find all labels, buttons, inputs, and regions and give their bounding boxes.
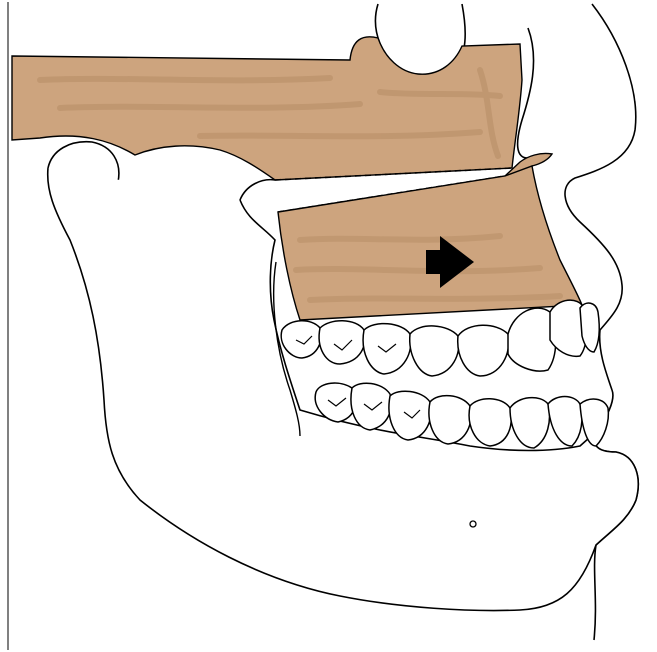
orthognathic-surgery-illustration — [0, 0, 657, 652]
illustration-canvas — [0, 0, 657, 652]
